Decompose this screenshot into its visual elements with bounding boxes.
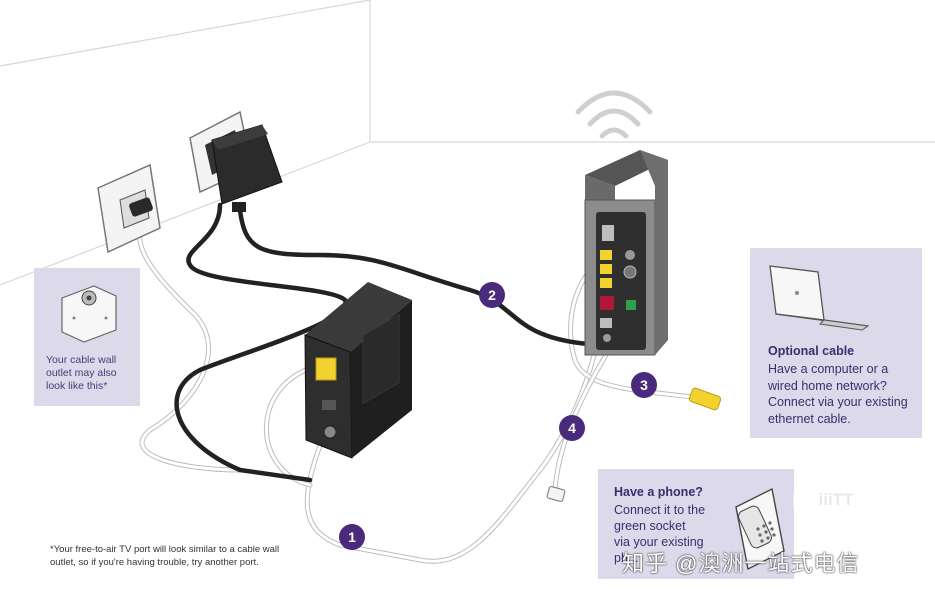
alternate-outlet-icon — [61, 285, 117, 343]
telephone-icon — [735, 487, 785, 571]
svg-text:2: 2 — [488, 287, 496, 303]
phone-title: Have a phone? — [614, 485, 703, 499]
phone-callout: Have a phone? Connect it to the green so… — [598, 469, 794, 579]
cable-outlet-callout: Your cable wall outlet may also look lik… — [34, 268, 140, 406]
footnote: *Your free-to-air TV port will look simi… — [50, 544, 280, 568]
svg-text:4: 4 — [568, 420, 576, 436]
cable-wall-outlet — [97, 163, 161, 254]
watermark-text: 知乎 @澳洲一站式电信 — [622, 551, 860, 576]
ethernet-plug — [688, 387, 722, 411]
nbn-router — [584, 150, 668, 356]
step-badge-4: 4 — [559, 415, 585, 441]
phone-text: Connect it to the green socket via your … — [614, 503, 706, 565]
cable-outlet-note: Your cable wall outlet may also look lik… — [46, 354, 117, 392]
step-badge-1: 1 — [339, 524, 365, 550]
step-badge-3: 3 — [631, 372, 657, 398]
optional-cable-title: Optional cable — [768, 344, 855, 358]
optional-cable-callout: Optional cable Have a computer or a wire… — [750, 248, 922, 438]
watermark-logo: iiiTT — [793, 483, 879, 517]
laptop-icon — [769, 265, 870, 331]
room-outline — [0, 0, 935, 286]
step-badge-2: 2 — [479, 282, 505, 308]
power-adapter — [211, 124, 283, 212]
wifi-icon — [575, 90, 653, 139]
svg-text:1: 1 — [348, 529, 356, 545]
cable-modem — [304, 282, 412, 459]
phone-plug — [546, 486, 566, 502]
optional-cable-text: Have a computer or a wired home network?… — [768, 362, 908, 426]
svg-text:3: 3 — [640, 377, 648, 393]
